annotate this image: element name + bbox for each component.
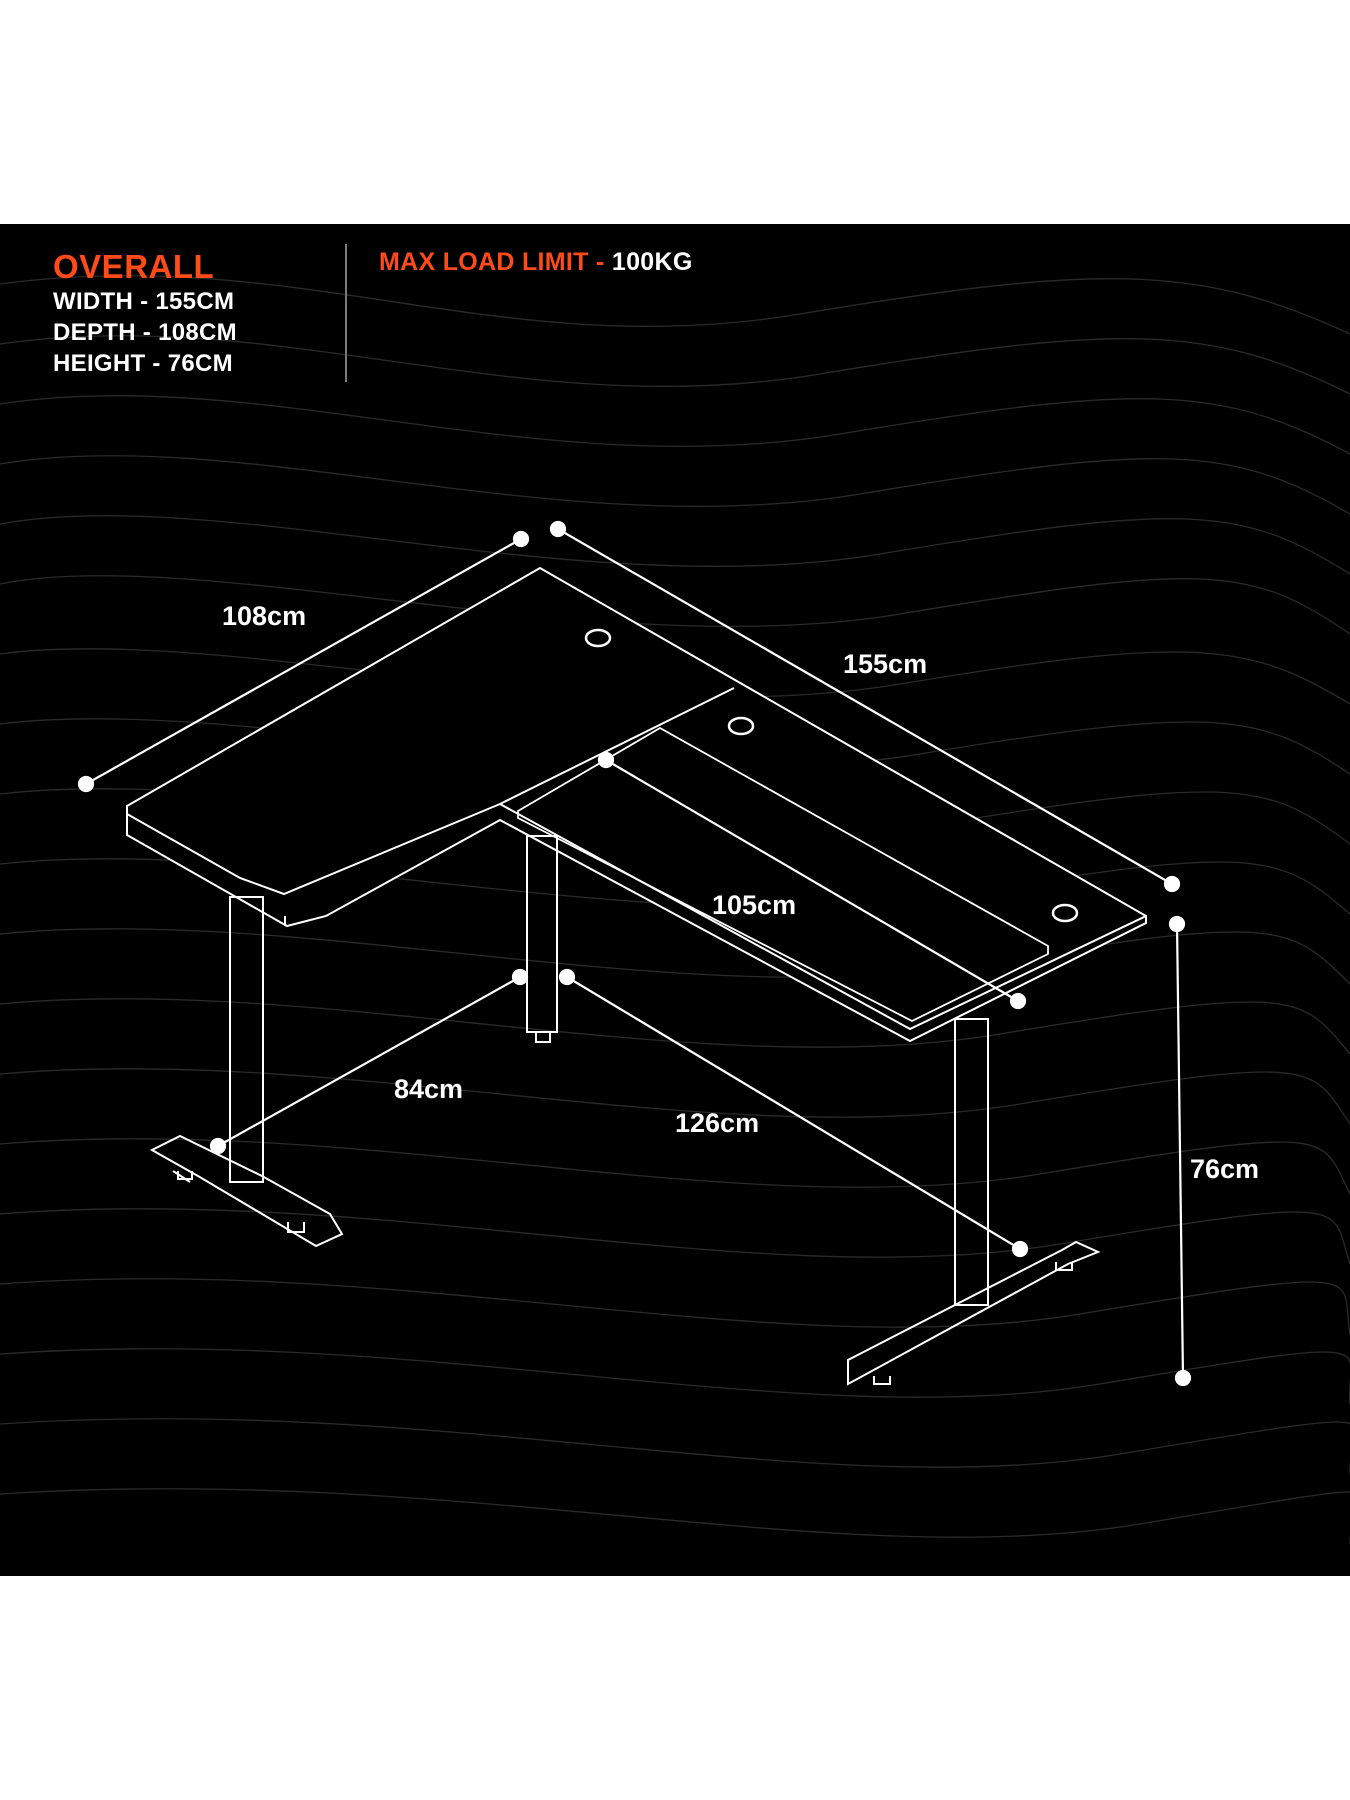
overall-width: WIDTH - 155CM bbox=[53, 288, 235, 315]
grommet-icon bbox=[1051, 903, 1079, 923]
max-load-label: MAX LOAD LIMIT - bbox=[379, 248, 612, 276]
overall-height: HEIGHT - 76CM bbox=[53, 350, 233, 377]
overall-specs: OVERALL WIDTH - 155CM DEPTH - 108CM HEIG… bbox=[53, 248, 237, 379]
dimension-label-left-depth: 108cm bbox=[222, 601, 307, 631]
dimension-label-desk-mat: 105cm bbox=[712, 890, 797, 920]
header-divider bbox=[345, 244, 347, 382]
cable-grommet-icons bbox=[584, 628, 1079, 923]
desk-mat bbox=[517, 726, 1049, 1023]
overall-depth: DEPTH - 108CM bbox=[53, 319, 237, 346]
desk-drawing bbox=[0, 275, 1350, 1544]
desk-top bbox=[126, 566, 1147, 1043]
dimension-lines bbox=[77, 520, 1192, 1387]
dimension-label-overall-width: 155cm bbox=[843, 649, 928, 679]
max-load: MAX LOAD LIMIT - 100KG bbox=[379, 248, 693, 277]
overall-title: OVERALL bbox=[53, 248, 215, 285]
dimension-label-leg-width: 126cm bbox=[675, 1108, 760, 1138]
dimension-label-leg-depth: 84cm bbox=[394, 1074, 464, 1104]
dimension-panel: OVERALL WIDTH - 155CM DEPTH - 108CM HEIG… bbox=[0, 224, 1350, 1576]
grommet-icon bbox=[584, 628, 612, 648]
dimension-label-height: 76cm bbox=[1190, 1154, 1260, 1184]
max-load-value: 100KG bbox=[611, 248, 693, 276]
grommet-icon bbox=[727, 716, 755, 736]
desk-feet bbox=[149, 1134, 1101, 1386]
desk-legs bbox=[229, 835, 989, 1306]
background-waves bbox=[0, 275, 1350, 1544]
